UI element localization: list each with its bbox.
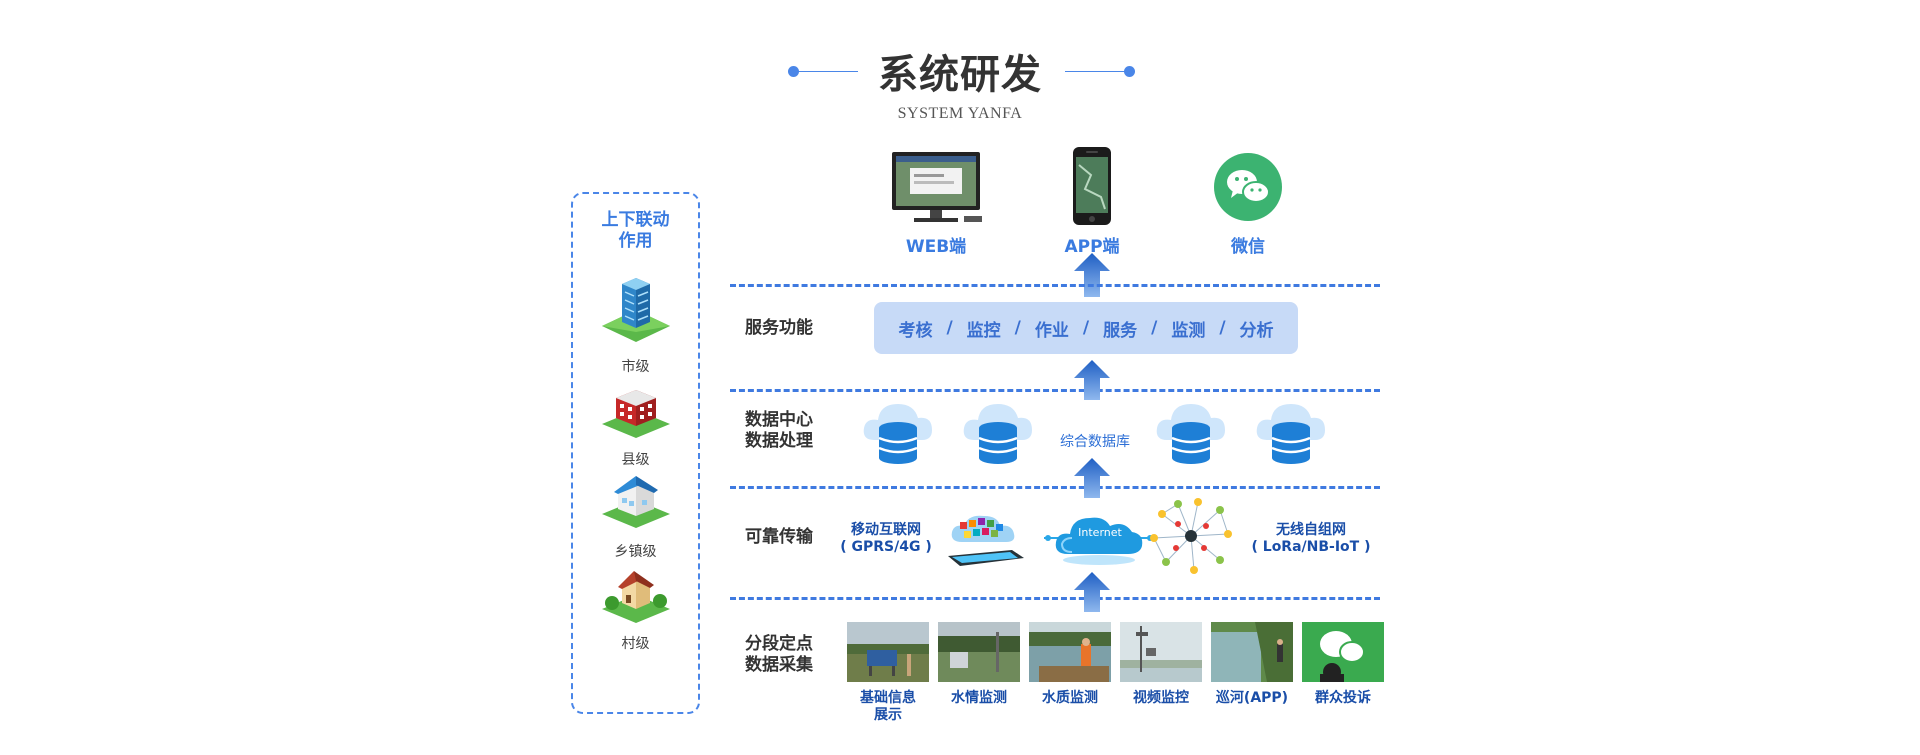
separator-slash: / bbox=[1219, 318, 1226, 338]
service-item-service: 服务 bbox=[1103, 320, 1138, 341]
basic-info-label-line2: 展示 bbox=[874, 707, 902, 723]
collection-layer-label: 分段定点 数据采集 bbox=[745, 634, 855, 676]
township-building-icon bbox=[602, 476, 670, 528]
page-title: 系统研发 bbox=[878, 52, 1042, 98]
layer-separator bbox=[730, 389, 1380, 392]
mobile-apps-cloud-icon bbox=[948, 515, 1024, 566]
collection-layer-label-line2: 数据采集 bbox=[745, 655, 813, 675]
separator-slash: / bbox=[1151, 318, 1158, 338]
public-complaint-photo bbox=[1302, 622, 1384, 682]
internet-cloud-icon bbox=[1044, 517, 1154, 565]
separator-slash: / bbox=[1014, 318, 1021, 338]
data-layer-label-line2: 数据处理 bbox=[745, 431, 813, 451]
level-village-label: 村级 bbox=[621, 636, 650, 652]
water-regime-photo bbox=[938, 622, 1020, 682]
app-label: APP端 bbox=[1064, 237, 1120, 257]
cloud-database-icon bbox=[863, 404, 932, 464]
cloud-database-icon bbox=[1156, 404, 1225, 464]
web-monitor-icon bbox=[892, 152, 982, 222]
water-quality-photo bbox=[1029, 622, 1111, 682]
river-patrol-label: 巡河(APP) bbox=[1215, 690, 1289, 706]
header-right-line bbox=[1065, 71, 1125, 72]
city-building-icon bbox=[602, 278, 670, 342]
app-phone-icon bbox=[1073, 147, 1111, 225]
video-monitoring-photo bbox=[1120, 622, 1202, 682]
basic-info-photo bbox=[847, 622, 929, 682]
level-county-label: 县级 bbox=[621, 452, 650, 468]
layer-separator bbox=[730, 597, 1380, 600]
collection-layer-label-line1: 分段定点 bbox=[745, 634, 813, 654]
up-arrow-icon bbox=[1074, 253, 1110, 297]
public-complaint-label: 群众投诉 bbox=[1315, 690, 1371, 706]
separator-slash: / bbox=[1082, 318, 1090, 338]
up-arrow-icon bbox=[1074, 458, 1110, 498]
service-item-monitoring: 监控 bbox=[966, 320, 1001, 341]
village-house-icon bbox=[602, 571, 670, 623]
service-item-assessment: 考核 bbox=[898, 320, 933, 341]
cloud-database-icon bbox=[1256, 404, 1325, 464]
up-arrow-icon bbox=[1074, 572, 1110, 612]
water-quality-label: 水质监测 bbox=[1042, 690, 1098, 706]
level-township-label: 乡镇级 bbox=[614, 544, 657, 560]
left-panel-title: 上下联动 作用 bbox=[571, 210, 700, 252]
wechat-label: 微信 bbox=[1231, 237, 1265, 257]
wireless-network-icon bbox=[1150, 498, 1232, 574]
service-item-operation: 作业 bbox=[1034, 320, 1069, 341]
header-left-dot bbox=[788, 66, 799, 77]
left-panel-title-line2: 作用 bbox=[618, 231, 653, 251]
integrated-database-label: 综合数据库 bbox=[1060, 434, 1130, 450]
service-functions-bar: 考核 / 监控 / 作业 / 服务 / 监测 / 分析 bbox=[874, 302, 1298, 354]
page-subtitle: SYSTEM YANFA bbox=[897, 105, 1023, 122]
wechat-icon bbox=[1214, 153, 1282, 221]
service-item-analysis: 分析 bbox=[1239, 320, 1274, 341]
mobile-internet-label: 移动互联网 ( GPRS/4G ) bbox=[836, 522, 936, 556]
basic-info-label-line1: 基础信息 bbox=[860, 690, 916, 706]
header-right-dot bbox=[1124, 66, 1135, 77]
layer-separator bbox=[730, 284, 1380, 287]
left-panel-frame bbox=[571, 192, 700, 714]
video-monitoring-label: 视频监控 bbox=[1133, 690, 1189, 706]
transport-layer-label: 可靠传输 bbox=[745, 527, 813, 547]
separator-slash: / bbox=[946, 318, 953, 338]
level-city-label: 市级 bbox=[621, 359, 650, 375]
mobile-internet-line1: 移动互联网 bbox=[851, 522, 921, 538]
mobile-internet-line2: ( GPRS/4G ) bbox=[840, 539, 932, 555]
internet-label: Internet bbox=[1078, 526, 1122, 539]
layer-separator bbox=[730, 486, 1380, 489]
header-left-line bbox=[798, 71, 858, 72]
service-item-detection: 监测 bbox=[1171, 320, 1206, 341]
wireless-network-line1: 无线自组网 bbox=[1276, 522, 1346, 538]
web-label: WEB端 bbox=[905, 237, 967, 257]
left-panel-title-line1: 上下联动 bbox=[601, 210, 670, 230]
wireless-network-line2: ( LoRa/NB-IoT ) bbox=[1251, 539, 1371, 555]
river-patrol-photo bbox=[1211, 622, 1293, 682]
data-layer-label: 数据中心 数据处理 bbox=[745, 410, 855, 452]
up-arrow-icon bbox=[1074, 360, 1110, 400]
data-layer-label-line1: 数据中心 bbox=[745, 410, 813, 430]
water-regime-label: 水情监测 bbox=[951, 690, 1007, 706]
cloud-database-icon bbox=[963, 404, 1032, 464]
county-building-icon bbox=[602, 390, 670, 438]
basic-info-label: 基础信息 展示 bbox=[843, 690, 933, 724]
wireless-network-label: 无线自组网 ( LoRa/NB-IoT ) bbox=[1246, 522, 1376, 556]
service-layer-label: 服务功能 bbox=[745, 318, 813, 338]
